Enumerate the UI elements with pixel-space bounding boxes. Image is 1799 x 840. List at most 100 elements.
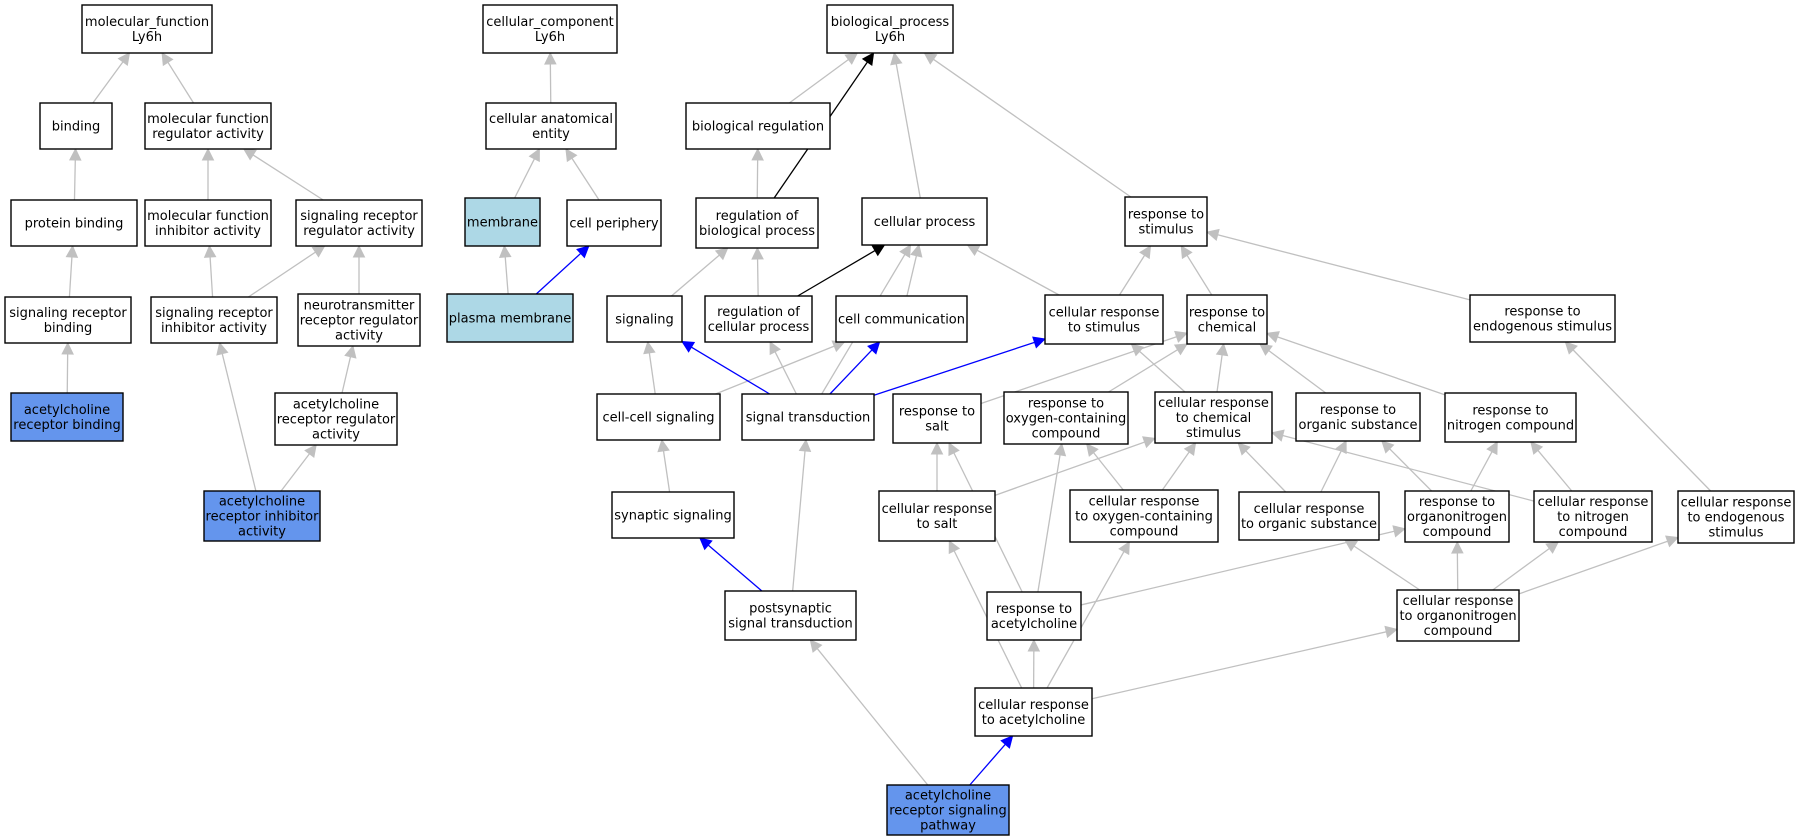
node-box [1295, 392, 1421, 442]
edge-line [1353, 545, 1421, 591]
node-box [1124, 196, 1208, 247]
edge-nt_rec_reg-to-sig_rec_reg [352, 244, 366, 294]
node-box [861, 197, 988, 246]
edge-resp_chem-to-resp_stim [1180, 245, 1213, 296]
node-box [446, 293, 574, 343]
edge-cell_resp_ach-to-cell_resp_orgnitro [1091, 625, 1399, 700]
edge-arrowhead [1118, 541, 1130, 556]
edge-line [92, 61, 124, 104]
node-binding: binding [39, 102, 113, 150]
node-label-line: organic substance [1299, 418, 1418, 433]
edge-line [514, 158, 536, 199]
edge-arrowhead [899, 244, 912, 259]
edge-arrowhead [890, 51, 903, 66]
edge-arrowhead [1665, 535, 1680, 548]
edge-arrowhead [714, 247, 729, 261]
edge-line [504, 256, 509, 295]
edge-cell_resp_ach-to-cell_resp_oxy [1046, 541, 1130, 689]
edge-ach_rec_inhib-to-ach_rec_reg [280, 444, 317, 492]
edge-arrowhead [203, 244, 217, 258]
node-box [1404, 490, 1510, 543]
node-label-line: acetylcholine [219, 495, 305, 510]
edge-cae-to-cc_root [544, 51, 557, 104]
node-label-line: to acetylcholine [982, 713, 1086, 728]
edge-arrowhead [1032, 336, 1047, 349]
edge-arrowhead [1183, 442, 1197, 457]
edge-arrowhead [1205, 228, 1220, 242]
node-box [1044, 294, 1164, 345]
edge-arrowhead [844, 52, 859, 65]
edge-syn_sig-to-cc_sig [657, 438, 671, 493]
edge-line [1320, 450, 1342, 493]
node-label-line: acetylcholine [293, 398, 379, 413]
node-label-line: compound [1559, 525, 1628, 540]
edge-cell_resp_orgnitro-to-cell_resp_endo [1518, 535, 1680, 595]
node-sig-trans: signal transduction [741, 393, 875, 441]
node-label-line: endogenous stimulus [1473, 320, 1612, 335]
edge-arrowhead [576, 245, 590, 259]
edge-arrowhead [1174, 330, 1189, 343]
node-label-line: compound [1110, 525, 1179, 540]
edge-ach_path-to-postsyn [809, 639, 929, 786]
edge-line [1277, 336, 1446, 396]
edge-resp_endo-to-resp_stim [1205, 228, 1471, 301]
node-label-line: signaling receptor [300, 209, 418, 224]
edge-line [1037, 454, 1061, 593]
edge-reg_cell_proc-to-reg_bio_proc [751, 246, 764, 297]
edge-arrowhead [352, 244, 366, 258]
node-label-line: inhibitor activity [155, 224, 261, 239]
node-box [464, 197, 541, 247]
node-label-line: stimulus [1708, 526, 1763, 541]
node-box [878, 490, 996, 542]
node-label-line: response to [1320, 403, 1396, 418]
node-label-line: response to [1028, 397, 1104, 412]
node-cell-periphery: cell periphery [566, 199, 662, 247]
node-label-line: stimulus [1186, 426, 1241, 441]
edge-line [280, 453, 311, 492]
edge-cell_resp_stim-to-resp_stim [1118, 245, 1152, 296]
edge-arrowhead [1486, 441, 1498, 456]
node-bio-reg: biological regulation [685, 102, 831, 150]
node-label-line: signal transduction [728, 617, 853, 632]
edge-cell_resp_nitro-to-cell_resp_chem [1270, 429, 1535, 502]
edge-line [571, 157, 600, 201]
edge-arrowhead [1270, 429, 1285, 442]
node-label-line: cell-cell signaling [602, 411, 714, 426]
node-label-line: response to [1472, 404, 1548, 419]
node-label-line: stimulus [1138, 223, 1193, 238]
edge-arrowhead [871, 244, 886, 257]
node-box [274, 392, 398, 446]
edge-arrowhead [544, 51, 557, 65]
edge-postsyn-to-syn_sig [699, 537, 763, 592]
node-label-line: signaling receptor [9, 306, 127, 321]
edge-arrowhead [1085, 443, 1099, 457]
edge-line [341, 356, 352, 394]
node-box [1469, 294, 1616, 343]
edge-line [1492, 547, 1550, 591]
node-label-line: protein binding [25, 217, 124, 232]
node-box [741, 393, 875, 441]
edge-plasma_membrane-to-cell_periphery [535, 245, 590, 295]
edge-arrowhead [1530, 441, 1544, 455]
edge-cell_resp_endo-to-resp_endo [1564, 341, 1712, 492]
edge-arrowhead [1545, 541, 1560, 554]
edge-ach_rec_reg-to-nt_rec_reg [341, 344, 357, 394]
node-label-line: cellular anatomical [489, 112, 613, 127]
edge-line [906, 255, 918, 297]
edge-cell_resp_chem-to-resp_chem [1215, 342, 1229, 393]
edge-line [691, 346, 770, 395]
node-label-line: inhibitor activity [161, 321, 267, 336]
node-label-line: to salt [917, 517, 958, 532]
edge-arrowhead [948, 539, 961, 555]
edge-line [1046, 551, 1125, 689]
